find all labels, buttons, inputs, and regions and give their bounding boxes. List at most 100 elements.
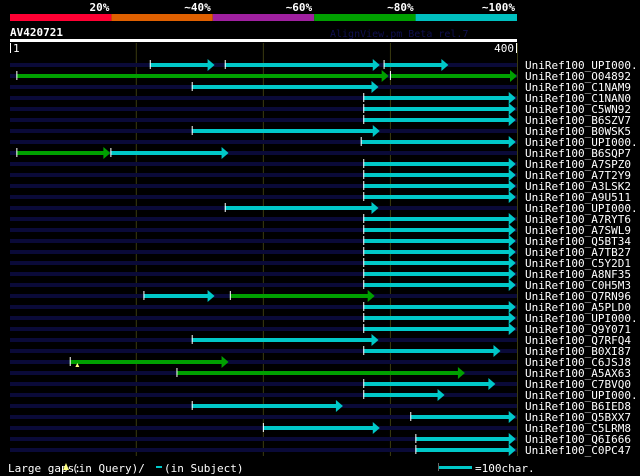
hit-label[interactable]: UniRef100_Q7RFQ4 (525, 334, 631, 347)
hit-label[interactable]: UniRef100_A5AX63 (525, 367, 631, 380)
hit-segment[interactable] (363, 173, 510, 177)
hit-label[interactable]: UniRef100_A7RYT6 (525, 213, 631, 226)
hit-segment[interactable] (363, 283, 510, 287)
hit-row[interactable]: UniRef100_UPI000.. (10, 136, 640, 149)
hit-segment[interactable] (363, 118, 510, 122)
hit-segment[interactable] (363, 272, 510, 276)
hit-label[interactable]: UniRef100_A7T2Y9 (525, 169, 631, 182)
hit-row[interactable]: UniRef100_Q9Y071 (10, 323, 631, 336)
hit-label[interactable]: UniRef100_A8NF35 (525, 268, 631, 281)
hit-segment[interactable] (389, 74, 511, 78)
hit-row[interactable]: UniRef100_A7TB27 (10, 246, 631, 259)
hit-row[interactable]: UniRef100_B6SQP7 (10, 147, 631, 160)
hit-segment[interactable] (415, 437, 510, 441)
hit-row[interactable]: UniRef100_A5AX63 (10, 367, 631, 380)
hit-row[interactable]: UniRef100_C5Y2D1 (10, 257, 631, 270)
hit-label[interactable]: UniRef100_C0H5M3 (525, 279, 631, 292)
hit-label[interactable]: UniRef100_A7SWL9 (525, 224, 631, 237)
hit-label[interactable]: UniRef100_A5PLD0 (525, 301, 631, 314)
hit-row[interactable]: UniRef100_A9U511 (10, 191, 631, 204)
hit-label[interactable]: UniRef100_C5LRM8 (525, 422, 631, 435)
hit-row[interactable]: UniRef100_C1NAN0 (10, 92, 631, 105)
hit-segment[interactable] (363, 261, 510, 265)
hit-label[interactable]: UniRef100_A3LSK2 (525, 180, 631, 193)
hit-segment[interactable] (191, 404, 337, 408)
hit-label[interactable]: UniRef100_UPI000.. (525, 136, 640, 149)
hit-segment[interactable] (363, 107, 510, 111)
hit-label[interactable]: UniRef100_UPI000.. (525, 312, 640, 325)
hit-segment[interactable] (191, 338, 373, 342)
hit-segment[interactable] (176, 371, 459, 375)
hit-row[interactable]: UniRef100_C5WN92 (10, 103, 631, 116)
hit-label[interactable]: UniRef100_C1NAN0 (525, 92, 631, 105)
hit-segment[interactable] (229, 294, 369, 298)
hit-label[interactable]: UniRef100_B6SZV7 (525, 114, 631, 127)
hit-label[interactable]: UniRef100_B0WSK5 (525, 125, 631, 138)
hit-segment[interactable] (363, 162, 510, 166)
hit-row[interactable]: UniRef100_UPI000.. (10, 59, 640, 72)
hit-segment[interactable] (262, 426, 374, 430)
hit-label[interactable]: UniRef100_Q5BXX7 (525, 411, 631, 424)
hit-row[interactable]: UniRef100_A5PLD0 (10, 301, 631, 314)
hit-segment[interactable] (363, 184, 510, 188)
hit-row[interactable]: UniRef100_Q5BT34 (10, 235, 631, 248)
hit-row[interactable]: UniRef100_UPI000.. (10, 312, 640, 325)
hit-row[interactable]: UniRef100_A7SWL9 (10, 224, 631, 237)
hit-segment[interactable] (363, 217, 510, 221)
hit-row[interactable]: UniRef100_C5LRM8 (10, 422, 631, 435)
hit-segment[interactable] (143, 294, 209, 298)
hit-segment[interactable] (224, 206, 373, 210)
hit-label[interactable]: UniRef100_B6SQP7 (525, 147, 631, 160)
hit-label[interactable]: UniRef100_UPI000.. (525, 202, 640, 215)
hit-row[interactable]: UniRef100_A8NF35 (10, 268, 631, 281)
hit-label[interactable]: UniRef100_A7TB27 (525, 246, 631, 259)
hit-row[interactable]: UniRef100_B0XI87 (10, 345, 631, 358)
hit-label[interactable]: UniRef100_C6JSJ8 (525, 356, 631, 369)
hit-row[interactable]: UniRef100_B0WSK5 (10, 125, 631, 138)
hit-segment[interactable] (191, 129, 374, 133)
hit-segment[interactable] (363, 349, 495, 353)
hit-segment[interactable] (149, 63, 209, 67)
hit-segment[interactable] (363, 382, 490, 386)
hit-segment[interactable] (363, 239, 510, 243)
hit-label[interactable]: UniRef100_C5Y2D1 (525, 257, 631, 270)
hit-row[interactable]: UniRef100_Q7RN96 (10, 290, 631, 303)
hit-segment[interactable] (363, 195, 510, 199)
hit-segment[interactable] (415, 448, 510, 452)
hit-label[interactable]: UniRef100_Q7RN96 (525, 290, 631, 303)
hit-label[interactable]: UniRef100_Q5BT34 (525, 235, 631, 248)
hit-segment[interactable] (191, 85, 373, 89)
hit-label[interactable]: UniRef100_C0PC47 (525, 444, 631, 457)
hit-label[interactable]: UniRef100_A9U511 (525, 191, 631, 204)
hit-label[interactable]: UniRef100_Q9Y071 (525, 323, 631, 336)
hit-label[interactable]: UniRef100_B6IED8 (525, 400, 631, 413)
hit-segment[interactable] (224, 63, 374, 67)
hit-row[interactable]: UniRef100_Q6I666 (10, 433, 631, 446)
hit-segment[interactable] (16, 151, 105, 155)
hit-row[interactable]: UniRef100_A3LSK2 (10, 180, 631, 193)
hit-segment[interactable] (363, 316, 510, 320)
hit-label[interactable]: UniRef100_Q6I666 (525, 433, 631, 446)
hit-segment[interactable] (110, 151, 223, 155)
hit-segment[interactable] (410, 415, 510, 419)
hit-segment[interactable] (363, 250, 510, 254)
hit-row[interactable]: UniRef100_UPI000.. (10, 202, 640, 215)
hit-label[interactable]: UniRef100_C7BVQ0 (525, 378, 631, 391)
hit-segment[interactable] (363, 327, 510, 331)
hit-row[interactable]: UniRef100_A7RYT6 (10, 213, 631, 226)
hit-row[interactable]: UniRef100_Q5BXX7 (10, 411, 631, 424)
hit-segment[interactable] (363, 228, 510, 232)
hit-label[interactable]: UniRef100_UPI000.. (525, 59, 640, 72)
hit-segment[interactable] (363, 96, 510, 100)
hit-segment[interactable] (360, 140, 510, 144)
hit-label[interactable]: UniRef100_B0XI87 (525, 345, 631, 358)
hit-segment[interactable] (383, 63, 443, 67)
hit-segment[interactable] (16, 74, 383, 78)
hit-row[interactable]: UniRef100_B6SZV7 (10, 114, 631, 127)
hit-label[interactable]: UniRef100_UPI000.. (525, 389, 640, 402)
hit-row[interactable]: UniRef100_A7T2Y9 (10, 169, 631, 182)
hit-row[interactable]: UniRef100_C6JSJ8 (10, 356, 631, 369)
hit-row[interactable]: UniRef100_UPI000.. (10, 389, 640, 402)
hit-row[interactable]: UniRef100_C1NAM9 (10, 81, 631, 94)
hit-row[interactable]: UniRef100_A7SPZ0 (10, 158, 631, 171)
